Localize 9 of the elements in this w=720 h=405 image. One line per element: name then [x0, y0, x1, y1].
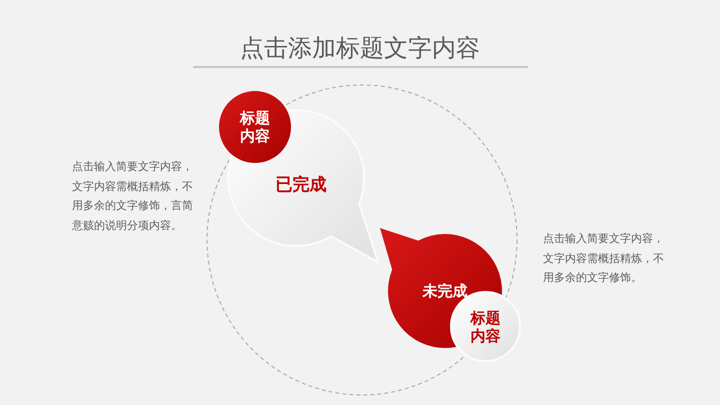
circle-label: 标题内容 [239, 109, 271, 145]
description-text: 点击输入简要文字内容，文字内容需概括精炼，不用多余的文字修饰，言简意赅的说明分项内容。 [72, 159, 194, 234]
circle-label: 标题内容 [470, 308, 502, 344]
heading-circle [218, 90, 292, 164]
speech-bubble [226, 108, 381, 265]
bubble-label: 已完成 [276, 174, 326, 196]
slide-title: 点击添加标题文字内容 [240, 33, 480, 63]
bubble-label: 未完成 [422, 282, 468, 300]
description-text: 点击输入简要文字内容，文字内容需概括精炼，不用多余的文字修饰。 [543, 231, 665, 286]
